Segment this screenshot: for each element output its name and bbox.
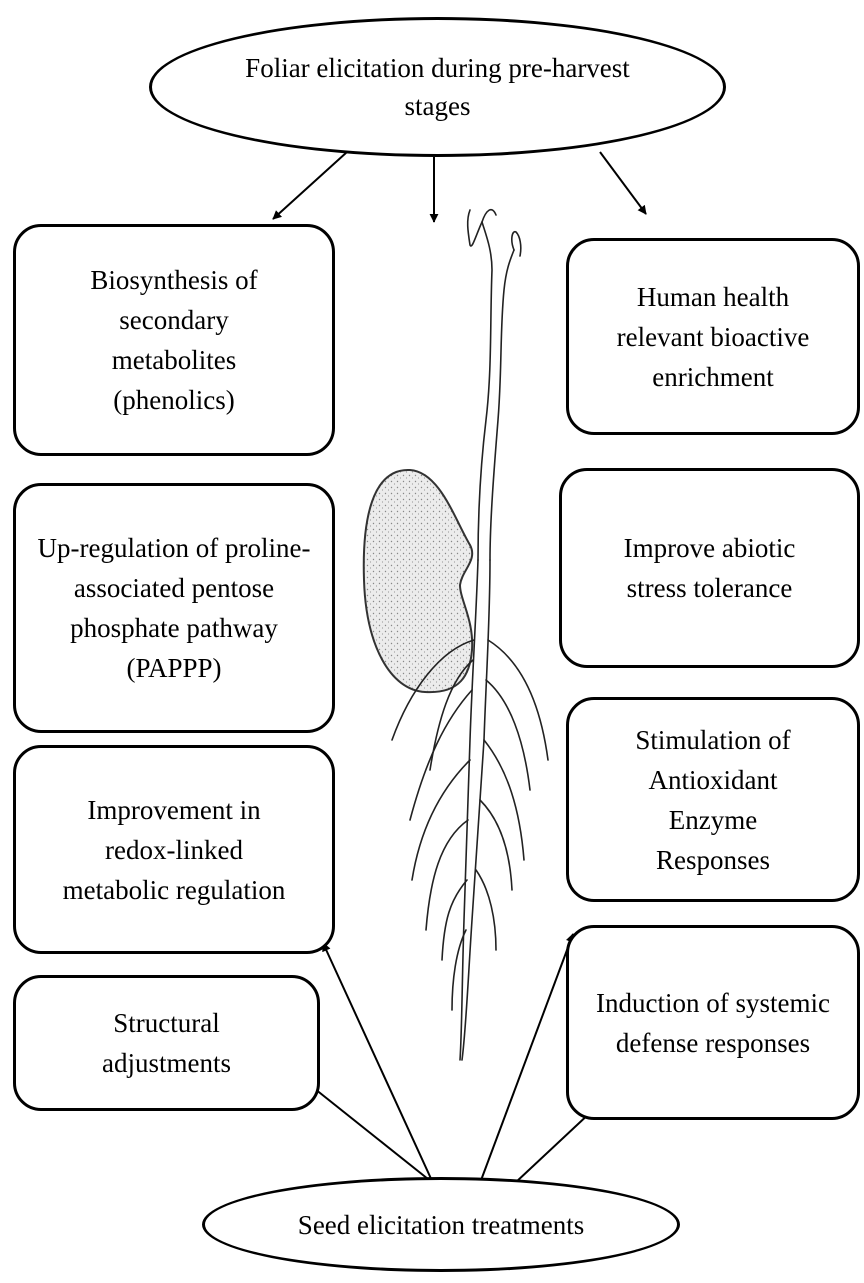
bottom-ellipse-label: Seed elicitation treatments (298, 1206, 584, 1244)
arrow-to-defense-left (480, 934, 573, 1183)
arrow-to-structural (305, 1081, 433, 1183)
box-redox-label: Improvement in redox-linked metabolic re… (56, 790, 292, 910)
box-antioxidant-label: Stimulation of Antioxidant Enzyme Respon… (609, 720, 817, 880)
box-defense: Induction of systemic defense responses (566, 925, 860, 1120)
box-structural-label: Structural adjustments (76, 1003, 257, 1083)
arrow-to-human-health (600, 152, 646, 214)
arrow-to-redox (323, 943, 433, 1183)
box-human-health: Human health relevant bioactive enrichme… (566, 238, 860, 435)
bottom-arrows (305, 934, 592, 1183)
box-human-health-label: Human health relevant bioactive enrichme… (599, 277, 827, 397)
box-antioxidant: Stimulation of Antioxidant Enzyme Respon… (566, 697, 860, 902)
seedling-illustration (364, 210, 548, 1060)
box-abiotic-stress-label: Improve abiotic stress tolerance (602, 528, 817, 608)
seed-cotyledon (364, 470, 472, 692)
arrow-to-defense-right (515, 1111, 592, 1183)
arrow-to-biosynthesis (273, 152, 347, 219)
box-biosynthesis-label: Biosynthesis of secondary metabolites (p… (56, 260, 292, 420)
box-upregulation-label: Up-regulation of proline-associated pent… (30, 528, 318, 688)
top-arrows (273, 152, 646, 222)
box-abiotic-stress: Improve abiotic stress tolerance (559, 468, 860, 668)
box-upregulation: Up-regulation of proline-associated pent… (13, 483, 335, 733)
box-defense-label: Induction of systemic defense responses (589, 983, 837, 1063)
bottom-ellipse: Seed elicitation treatments (202, 1177, 680, 1272)
box-structural: Structural adjustments (13, 975, 320, 1111)
shoot-stem (478, 222, 492, 560)
top-ellipse-label: Foliar elicitation during pre-harvest st… (242, 49, 633, 125)
top-ellipse: Foliar elicitation during pre-harvest st… (149, 17, 726, 157)
box-biosynthesis: Biosynthesis of secondary metabolites (p… (13, 224, 335, 456)
box-redox: Improvement in redox-linked metabolic re… (13, 745, 335, 954)
